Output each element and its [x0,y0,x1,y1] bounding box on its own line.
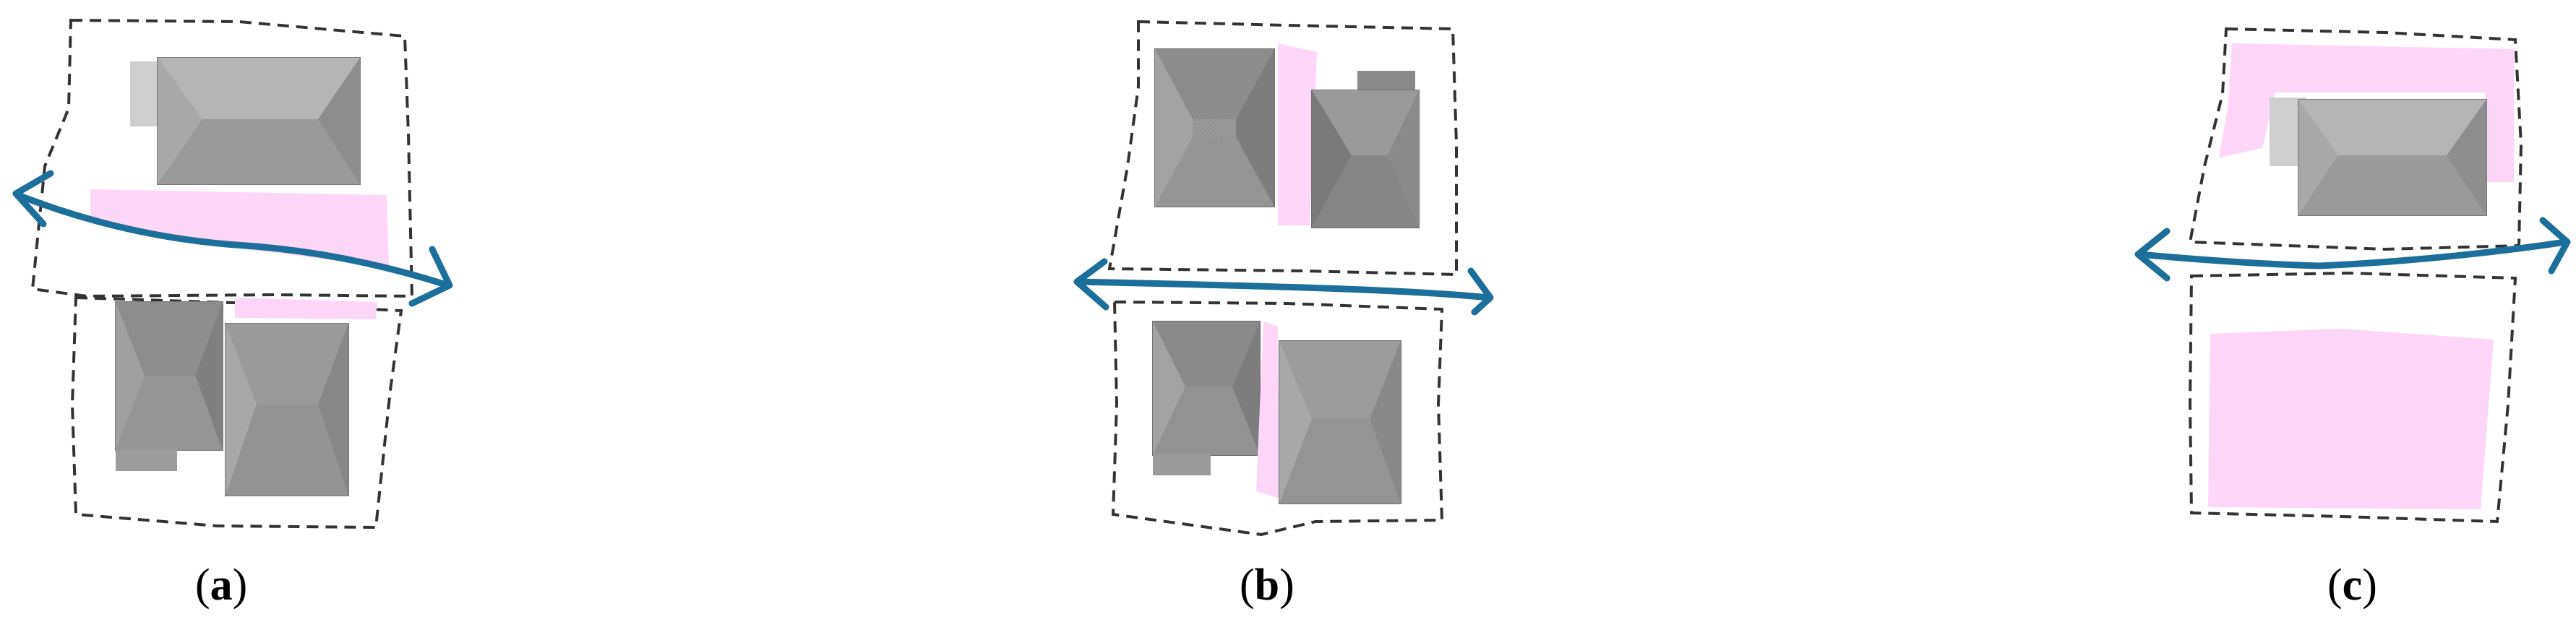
caption-b-letter: b [1255,561,1279,610]
house-b2-icon [1311,71,1420,228]
zone-c-lower [2208,329,2494,509]
house-b4-icon [1279,340,1401,504]
caption-a-close: ) [233,561,248,610]
svg-text:(b): (b) [1240,561,1295,610]
house-b1-icon [1154,48,1275,207]
caption-b-close: ) [1279,561,1295,610]
house-b3-icon [1152,321,1261,475]
zone-c-upper [2219,43,2514,182]
caption-a-open: ( [195,561,210,610]
zone-a-lower [235,298,377,319]
caption-a-letter: a [210,561,233,610]
panel-a: (a) [12,18,453,610]
caption-c-letter: c [2343,561,2363,610]
zone-b-lower [1256,321,1279,498]
parcel-boundary-a-upper [30,18,414,298]
caption-c-close: ) [2362,561,2377,610]
boundary-arrow-b [1073,278,1493,301]
house-a3-icon [225,323,349,496]
parcel-boundary-c-lower [2188,271,2517,524]
parcel-boundary-b-lower [1111,300,1444,537]
house-a1-icon [130,57,361,185]
panel-b: (b) [1073,20,1494,610]
caption-b-open: ( [1240,561,1255,610]
house-a2-icon [115,301,223,471]
caption-c-open: ( [2327,561,2343,610]
zone-b-upper [1278,43,1317,225]
panel-c: (c) [2134,27,2571,610]
house-c1-icon [2270,98,2487,216]
zone-a-upper [90,189,389,267]
boundary-arrow-c [2136,238,2569,269]
svg-text:(c): (c) [2327,561,2377,610]
parcel-boundary-b-upper [1107,20,1458,277]
boundary-arrow-a [18,193,452,289]
svg-text:(a): (a) [195,561,247,610]
